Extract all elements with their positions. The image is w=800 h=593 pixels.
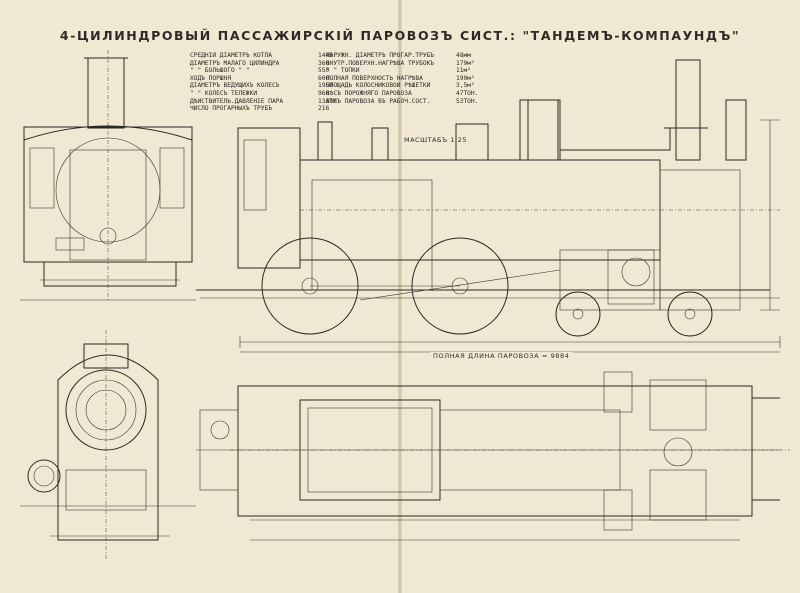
spec-label: " " БОЛЬШОГО " " (190, 67, 250, 75)
spec-value: 216 (318, 105, 330, 113)
spec-value: 600 (318, 74, 330, 82)
spec-value: 960 (318, 89, 330, 97)
spec-label: ВНУТР.ПОВЕРХН.НАГРѢВА ТРУБОКЪ (326, 59, 435, 67)
spec-value: 550 (318, 67, 330, 75)
spec-label: ПЛОЩАДЬ КОЛОСНИКОВОЙ РѢШЕТКИ (326, 82, 431, 90)
overall-length-label: ПОЛНАЯ ДЛИНА ПАРОВОЗА = 9884 (430, 352, 573, 360)
spec-value: 3,5м² (456, 82, 475, 90)
rear-view (20, 330, 196, 560)
spec-row: ДІАМЕТРЪ МАЛАГО ЦИЛИНДРА 360 (190, 60, 340, 68)
scale-label: МАСШТАБЪ 1:25 (404, 136, 467, 144)
spec-label: " " ТОПКИ (326, 67, 360, 75)
spec-row: ВѢСЪ ПАРОВОЗА ВЪ РАБОЧ.СОСТ. 53ТОН. (326, 98, 478, 106)
spec-label: ХОДЪ ПОРШНЯ (190, 74, 231, 82)
spec-row: ВѢСЪ ПОРОЖНЯГО ПАРОВОЗА 47ТОН. (326, 90, 478, 98)
spec-row: НАРУЖН. ДІАМЕТРЪ ПРОГАР.ТРУБЪ 48мм (326, 52, 478, 60)
specs-table-right: НАРУЖН. ДІАМЕТРЪ ПРОГАР.ТРУБЪ 48мм ВНУТР.… (326, 52, 478, 105)
spec-row: СРЕДНІЙ ДІАМЕТРЪ КОТЛА 1445 (190, 52, 340, 60)
plan-view (196, 371, 790, 541)
spec-value: 48мм (456, 52, 471, 59)
spec-value: 47ТОН. (456, 89, 479, 97)
spec-value: 53ТОН. (456, 97, 479, 105)
spec-row: ДѢЙСТВИТЕЛЬ.ДАВЛЕНІЕ ПАРА 13АТМ. (190, 98, 340, 106)
spec-label: ПОЛНАЯ ПОВЕРХНОСТЬ НАГРѢВА (326, 74, 423, 82)
spec-value: 1950 (318, 82, 333, 90)
spec-row: ВНУТР.ПОВЕРХН.НАГРѢВА ТРУБОКЪ 179м² (326, 60, 478, 68)
spec-value: 1445 (318, 52, 333, 59)
spec-label: " " КОЛЕСЪ ТЕЛЕЖКИ (190, 89, 258, 97)
spec-value: 13АТМ. (318, 97, 341, 105)
spec-row: ПЛОЩАДЬ КОЛОСНИКОВОЙ РѢШЕТКИ 3,5м² (326, 82, 478, 90)
spec-row: " " ТОПКИ 11м² (326, 67, 478, 75)
spec-label: ЧИСЛО ПРОГАРНЫХЪ ТРУБЪ (190, 105, 272, 113)
spec-value: 190м² (456, 74, 475, 82)
spec-row: " " БОЛЬШОГО " " 550 (190, 67, 340, 75)
spec-row: ЧИСЛО ПРОГАРНЫХЪ ТРУБЪ 216 (190, 105, 340, 113)
page-fold (398, 0, 402, 593)
front-view (20, 50, 196, 301)
spec-value: 11м² (456, 67, 471, 75)
spec-row: ПОЛНАЯ ПОВЕРХНОСТЬ НАГРѢВА 190м² (326, 75, 478, 83)
spec-label: ВѢСЪ ПАРОВОЗА ВЪ РАБОЧ.СОСТ. (326, 97, 431, 105)
spec-label: ДІАМЕТРЪ МАЛАГО ЦИЛИНДРА (190, 59, 280, 67)
spec-row: ХОДЪ ПОРШНЯ 600 (190, 75, 340, 83)
side-elevation (196, 59, 781, 353)
spec-value: 179м² (456, 59, 475, 67)
spec-label: ВѢСЪ ПОРОЖНЯГО ПАРОВОЗА (326, 89, 412, 97)
spec-label: ДІАМЕТРЪ ВЕДУЩИХЪ КОЛЕСЪ (190, 82, 280, 90)
spec-label: НАРУЖН. ДІАМЕТРЪ ПРОГАР.ТРУБЪ (326, 52, 435, 59)
spec-row: ДІАМЕТРЪ ВЕДУЩИХЪ КОЛЕСЪ 1950 (190, 82, 340, 90)
spec-value: 360 (318, 59, 330, 67)
spec-label: СРЕДНІЙ ДІАМЕТРЪ КОТЛА (190, 52, 272, 59)
spec-row: " " КОЛЕСЪ ТЕЛЕЖКИ 960 (190, 90, 340, 98)
spec-label: ДѢЙСТВИТЕЛЬ.ДАВЛЕНІЕ ПАРА (190, 97, 284, 105)
page-title: 4-ЦИЛИНДРОВЫЙ ПАССАЖИРСКІЙ ПАРОВОЗЪ СИСТ… (59, 28, 741, 43)
specs-table-left: СРЕДНІЙ ДІАМЕТРЪ КОТЛА 1445 ДІАМЕТРЪ МАЛА… (190, 52, 340, 113)
